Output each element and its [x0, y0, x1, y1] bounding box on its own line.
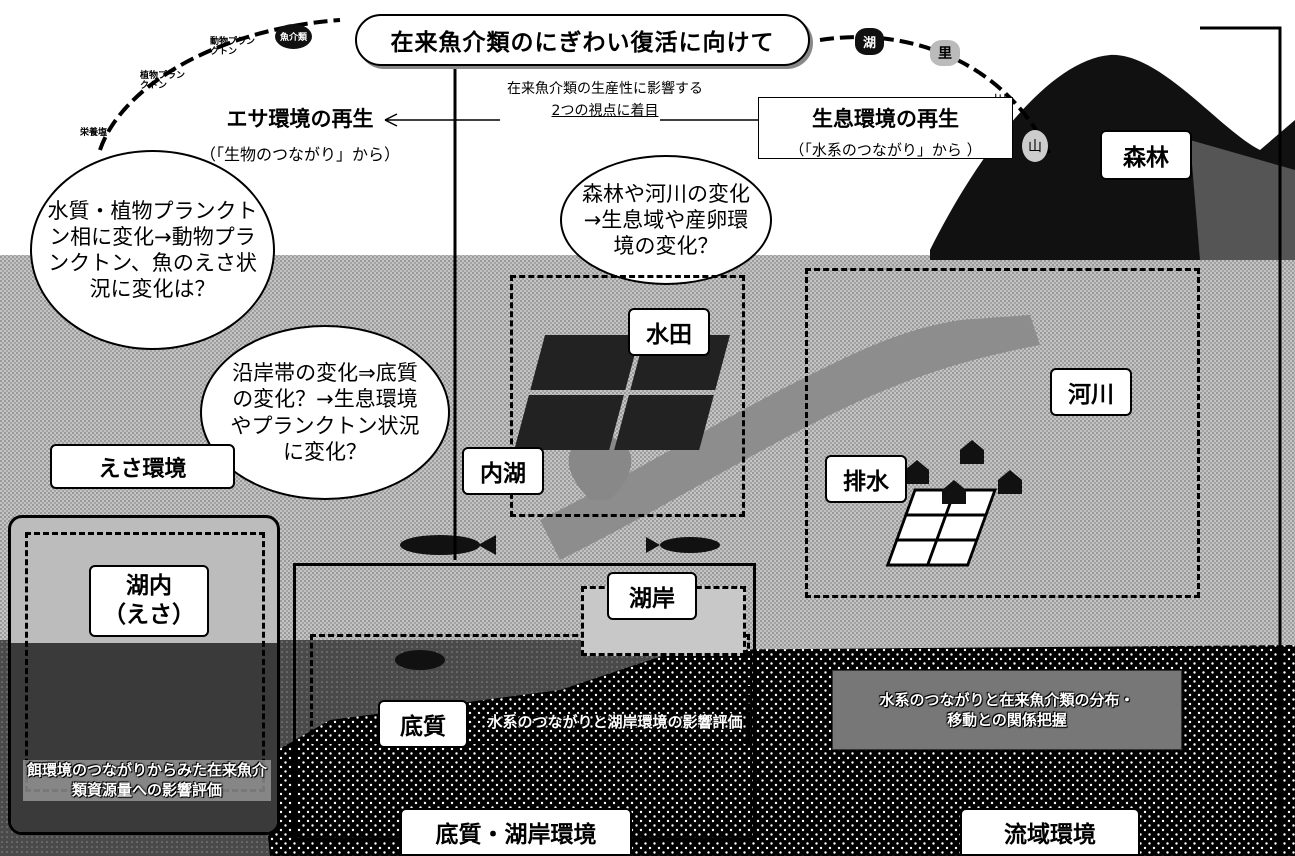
chain-fish: 魚介類: [275, 24, 313, 49]
label-forest: 森林: [1100, 130, 1192, 180]
bubble-middle: 沿岸帯の変化⇒底質の変化？→生息環境やプランクトン状況に変化？: [200, 325, 450, 500]
center-arrows: [384, 113, 776, 127]
habitat-env-title: 生息環境の再生: [812, 107, 959, 131]
habitat-env-sub: （「水系のつながり」から ）: [789, 141, 982, 159]
label-inner-lake: 内湖: [462, 447, 544, 495]
houses: [905, 440, 1022, 504]
title-pill: 在来魚介類のにぎわい復活に向けて: [355, 14, 810, 66]
bubble-left: 水質・植物プランクトン相に変化→動物プランクトン、魚のえさ状況に変化は？: [30, 150, 275, 350]
label-sediment: 底質: [378, 700, 468, 748]
label-lake-inside: 湖内 （えさ）: [89, 565, 209, 637]
lake-inside-sub: （えさ）: [103, 602, 195, 628]
center-note: 在来魚介類の生産性に影響する 2つの視点に着目: [455, 78, 755, 123]
label-sediment-shore-env: 底質・湖岸環境: [400, 808, 632, 856]
bubble-right: 森林や河川の変化→生息域や産卵環境の変化？: [560, 155, 772, 285]
inner-lake-shape: [568, 435, 632, 500]
food-env-title: エサ環境の再生: [226, 107, 374, 131]
label-shore: 湖岸: [607, 572, 697, 620]
label-paddy: 水田: [628, 308, 710, 356]
label-feed-env: えさ環境: [50, 444, 235, 489]
caption-feed: 餌環境のつながりからみた在来魚介類資源量への影響評価: [23, 760, 271, 801]
chain-lake: 湖: [855, 28, 885, 55]
bubble-right-text: 森林や河川の変化→生息域や産卵環境の変化？: [582, 181, 750, 259]
title-text: 在来魚介類のにぎわい復活に向けて: [390, 30, 775, 56]
lake-inside-title: 湖内: [126, 573, 172, 600]
chain-phyto: 植物プランクトン: [140, 71, 186, 91]
caption-basin: 水系のつながりと在来魚介類の分布・移動との関係把握: [879, 690, 1135, 729]
river-band: [540, 315, 1040, 560]
panel-lake-inside: 湖内 （えさ） 餌環境のつながりからみた在来魚介類資源量への影響評価: [8, 515, 280, 835]
chain-mountain: 山: [1022, 130, 1048, 162]
caption-basin-box: 水系のつながりと在来魚介類の分布・移動との関係把握: [832, 670, 1182, 750]
label-river: 河川: [1050, 368, 1132, 416]
food-env-block: エサ環境の再生 （「生物のつながり」から）: [150, 103, 450, 165]
chain-zoo: 動物プランクトン: [210, 37, 256, 57]
bubble-left-text: 水質・植物プランクトン相に変化→動物プランクトン、魚のえさ状況に変化は？: [47, 198, 258, 302]
panel-lake-water: [11, 643, 277, 832]
region-basin: [805, 268, 1200, 598]
center-note-line1: 在来魚介類の生産性に影響する: [507, 81, 703, 97]
chain-left: 栄養塩 植物プランクトン 動物プランクトン 魚介類: [60, 0, 350, 160]
label-drainage: 排水: [825, 455, 907, 503]
food-env-sub: （「生物のつながり」から）: [199, 145, 400, 164]
chain-left-arc: [98, 18, 341, 151]
chain-nutrients: 栄養塩: [80, 128, 108, 138]
center-note-line2: 2つの視点に着目: [551, 103, 659, 120]
chain-satoyama: 里: [930, 40, 960, 66]
region-sediment: [310, 634, 750, 744]
caption-sediment: 水系のつながりと湖岸環境の影響評価: [487, 713, 743, 731]
habitat-env-block: 生息環境の再生 （「水系のつながり」から ）: [758, 97, 1013, 159]
label-basin-env: 流域環境: [960, 808, 1140, 856]
region-paddy: [510, 275, 745, 517]
bubble-middle-text: 沿岸帯の変化⇒底質の変化？→生息環境やプランクトン状況に変化？: [230, 361, 420, 464]
